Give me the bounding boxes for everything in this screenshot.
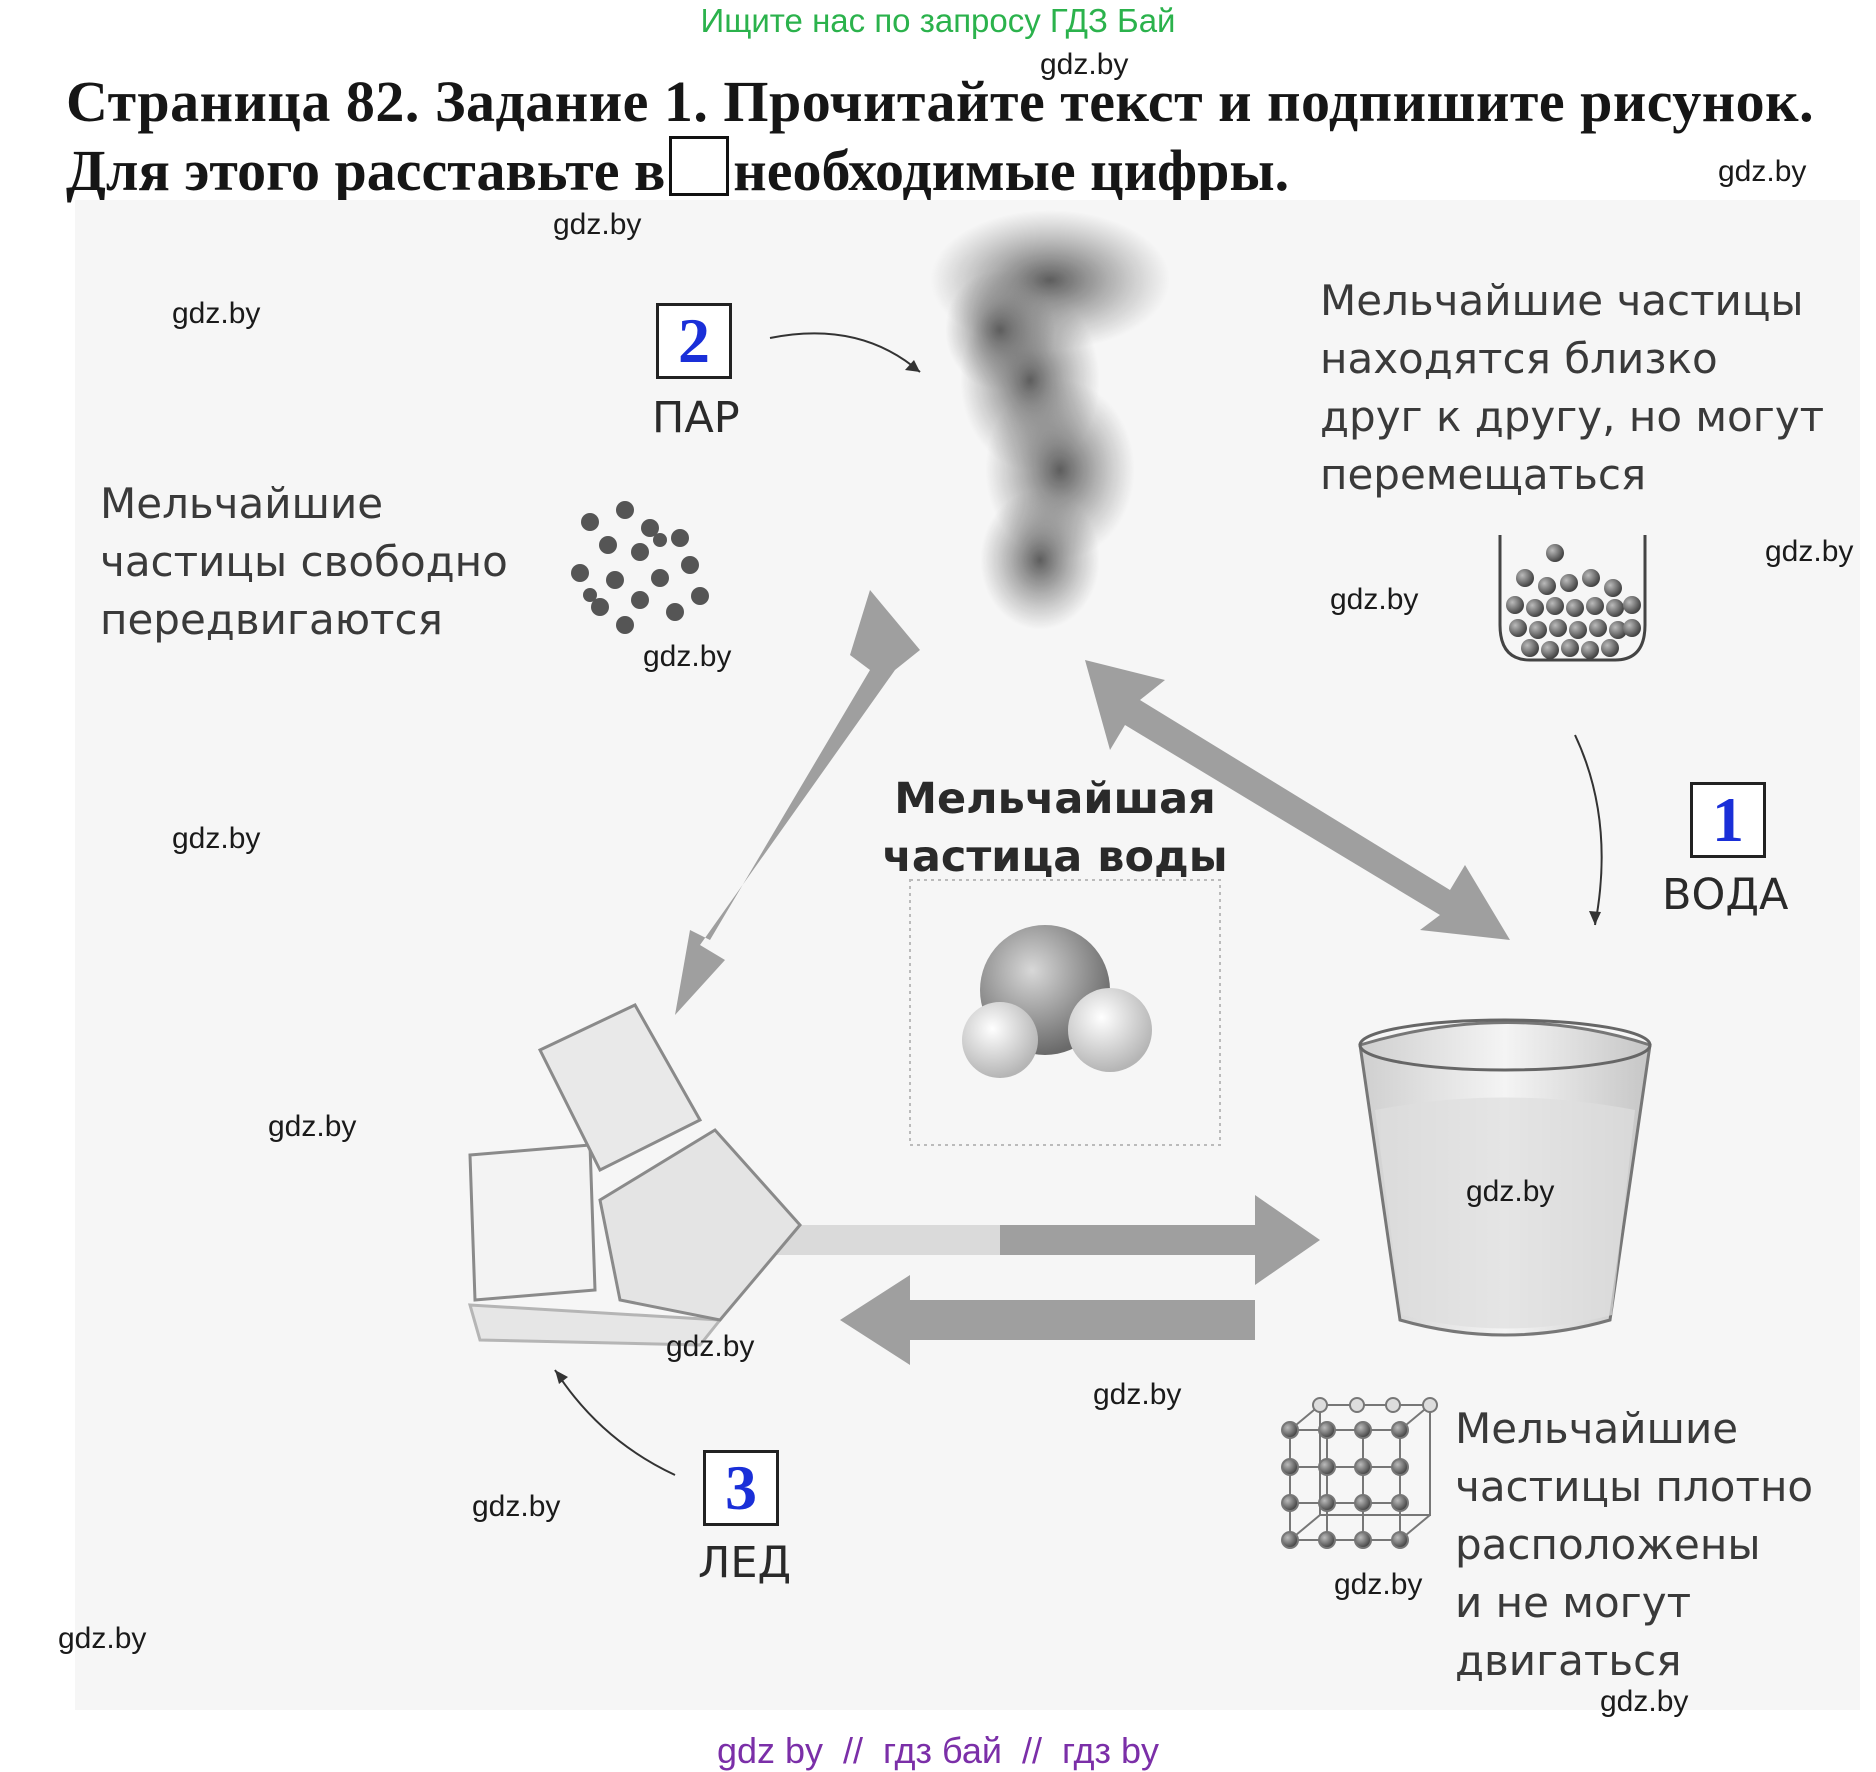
title-line-2-end: необходимые цифры. [733, 138, 1290, 203]
watermark: gdz.by [1718, 155, 1807, 188]
watermark: gdz.by [553, 208, 642, 241]
watermark: gdz.by [1466, 1175, 1555, 1208]
liquid-description-line: находятся близко [1320, 334, 1718, 383]
ice-cubes-image [467, 1003, 802, 1347]
liquid-description-line: Мельчайшие частицы [1320, 276, 1804, 325]
gas-description-line: передвигаются [100, 595, 443, 644]
water-number-box[interactable]: 1 [1690, 782, 1766, 858]
answer-box-sample [669, 136, 730, 196]
liquid-particles-icon [1498, 535, 1647, 662]
steam-number: 2 [678, 305, 710, 376]
solid-description-line: расположены [1455, 1520, 1761, 1569]
liquid-description: Мельчайшие частицы находятся близко друг… [1320, 272, 1824, 504]
ice-label: ЛЕД [698, 1538, 792, 1588]
steam-number-box[interactable]: 2 [656, 303, 732, 379]
water-number: 1 [1712, 784, 1744, 855]
title-line-2: Для этого расставьте в необходимые цифры. [66, 136, 1814, 205]
title-line-1: Страница 82. Задание 1. Прочитайте текст… [66, 69, 1815, 134]
solid-description: Мельчайшие частицы плотно расположены и … [1455, 1400, 1813, 1690]
solid-description-line: двигаться [1455, 1636, 1682, 1685]
liquid-description-line: перемещаться [1320, 450, 1647, 499]
watermark: gdz.by [1040, 48, 1129, 81]
ice-number: 3 [725, 1452, 757, 1523]
watermark: gdz.by [172, 822, 261, 855]
task-title: Страница 82. Задание 1. Прочитайте текст… [66, 68, 1814, 205]
ice-number-box[interactable]: 3 [703, 1450, 779, 1526]
watermark: gdz.by [666, 1330, 755, 1363]
gas-particles-icon [571, 501, 709, 634]
gas-description-line: частицы свободно [100, 537, 508, 586]
watermark: gdz.by [58, 1622, 147, 1655]
watermark: gdz.by [1330, 583, 1419, 616]
watermark: gdz.by [1765, 535, 1854, 568]
glass-of-water-image [1358, 1018, 1652, 1337]
watermark: gdz.by [1334, 1568, 1423, 1601]
watermark: gdz.by [172, 297, 261, 330]
background-page [75, 200, 1860, 1710]
watermark: gdz.by [1600, 1685, 1689, 1718]
liquid-description-line: друг к другу, но могут [1320, 392, 1825, 441]
water-molecule-icon [909, 879, 1221, 1146]
solid-description-line: частицы плотно [1455, 1462, 1814, 1511]
pointer-lines [554, 332, 1603, 1476]
molecule-caption-line: Мельчайшая [894, 774, 1216, 824]
gas-description-line: Мельчайшие [100, 479, 384, 528]
solid-description-line: и не могут [1455, 1578, 1692, 1627]
solid-lattice-icon [1281, 1397, 1438, 1549]
watermark: gdz.by [643, 640, 732, 673]
gas-description: Мельчайшие частицы свободно передвигаютс… [100, 475, 508, 649]
solid-description-line: Мельчайшие [1455, 1404, 1739, 1453]
title-line-2-start: Для этого расставьте в [66, 138, 666, 203]
watermark: gdz.by [472, 1490, 561, 1523]
footer-links: gdz by // гдз бай // гдз by [716, 1730, 1160, 1771]
transition-arrows [675, 590, 1510, 1365]
steam-cloud [930, 210, 1170, 630]
watermark: gdz.by [268, 1110, 357, 1143]
molecule-caption-line: частица воды [882, 832, 1228, 882]
molecule-caption: Мельчайшая частица воды [880, 770, 1230, 886]
search-banner: Ищите нас по запросу ГДЗ Бай [700, 2, 1176, 39]
water-label: ВОДА [1662, 870, 1789, 920]
watermark: gdz.by [1093, 1378, 1182, 1411]
steam-label: ПАР [652, 393, 740, 443]
